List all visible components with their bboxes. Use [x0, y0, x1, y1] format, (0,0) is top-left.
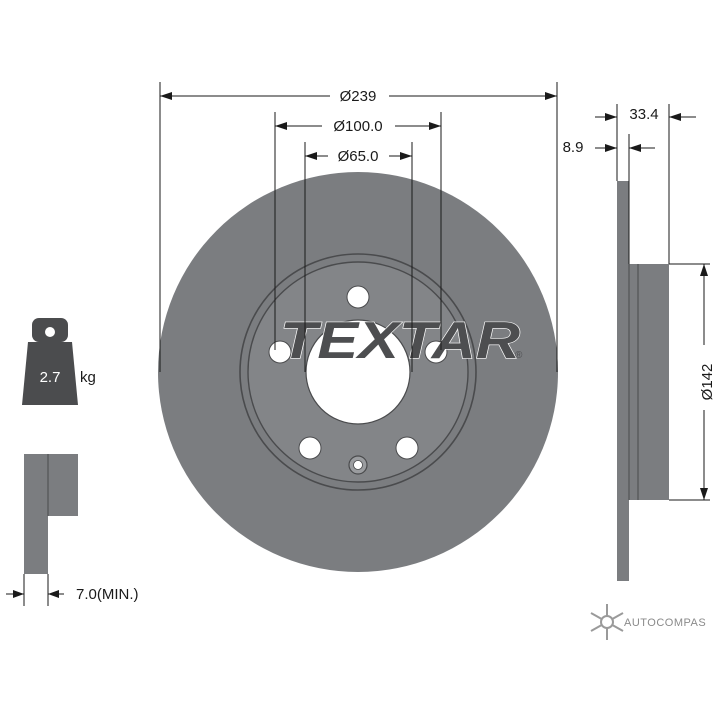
min-thickness-icon	[24, 454, 78, 574]
dimension-arrows	[160, 92, 557, 160]
weight-unit: kg	[80, 369, 96, 386]
watermark-text: AUTOCOMPAS	[624, 617, 706, 629]
hub-diameter-label: Ø142	[699, 364, 716, 401]
disc-side-view	[617, 181, 669, 581]
min-thickness-arrows	[13, 590, 59, 598]
dimension-lines	[159, 82, 558, 372]
watermark-star-icon	[590, 604, 624, 640]
disc-thickness-label: 8.9	[563, 139, 584, 156]
side-view-friction-ring	[617, 181, 629, 581]
bolt-circle-label: Ø100.0	[333, 118, 382, 135]
min-thickness-dimension	[6, 574, 64, 606]
hub-groove	[239, 253, 477, 491]
bolt-hole	[298, 436, 322, 460]
brand-logo: TEXTAR	[280, 312, 521, 370]
overall-height-label: 33.4	[629, 106, 658, 123]
brand-registered-mark: ®	[515, 350, 523, 361]
center-bore-label: Ø65.0	[338, 148, 379, 165]
min-thickness-label: 7.0(MIN.)	[76, 586, 139, 603]
side-dimension-arrows	[605, 113, 708, 500]
outer-diameter-label: Ø239	[340, 88, 377, 105]
weight-icon	[22, 318, 78, 405]
bolt-hole	[395, 436, 419, 460]
bolt-hole	[346, 285, 370, 309]
disc-front-view: TEXTAR ®	[158, 172, 558, 572]
side-view-hat	[629, 264, 669, 500]
locating-hole-inner	[353, 460, 363, 470]
weight-value: 2.7	[40, 369, 61, 386]
center-bore	[305, 319, 411, 425]
